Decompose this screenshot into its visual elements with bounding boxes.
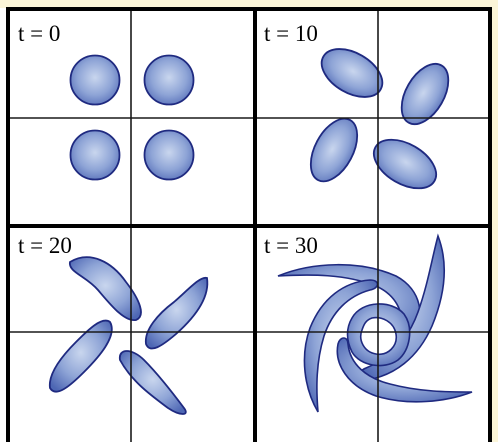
- panel-t10: t = 10: [264, 21, 458, 198]
- vortex-blob: [71, 131, 120, 180]
- vortex-blob: [313, 39, 390, 107]
- panel-t0: t = 0: [18, 21, 194, 180]
- panel-t20: t = 20: [18, 233, 207, 414]
- vortex-filament: [146, 278, 208, 349]
- panel-label: t = 20: [18, 233, 72, 258]
- frame-strip-top: [0, 0, 498, 8]
- panel-t30: t = 30: [264, 233, 472, 412]
- vortex-blob: [145, 131, 194, 180]
- panel-label: t = 10: [264, 21, 318, 46]
- panel-label: t = 30: [264, 233, 318, 258]
- vortex-blob: [145, 56, 194, 105]
- panel-label: t = 0: [18, 21, 60, 46]
- vortex-blob: [392, 56, 458, 132]
- vortex-blob: [71, 56, 120, 105]
- vortex-blob: [301, 111, 366, 189]
- vortex-filament: [120, 351, 186, 414]
